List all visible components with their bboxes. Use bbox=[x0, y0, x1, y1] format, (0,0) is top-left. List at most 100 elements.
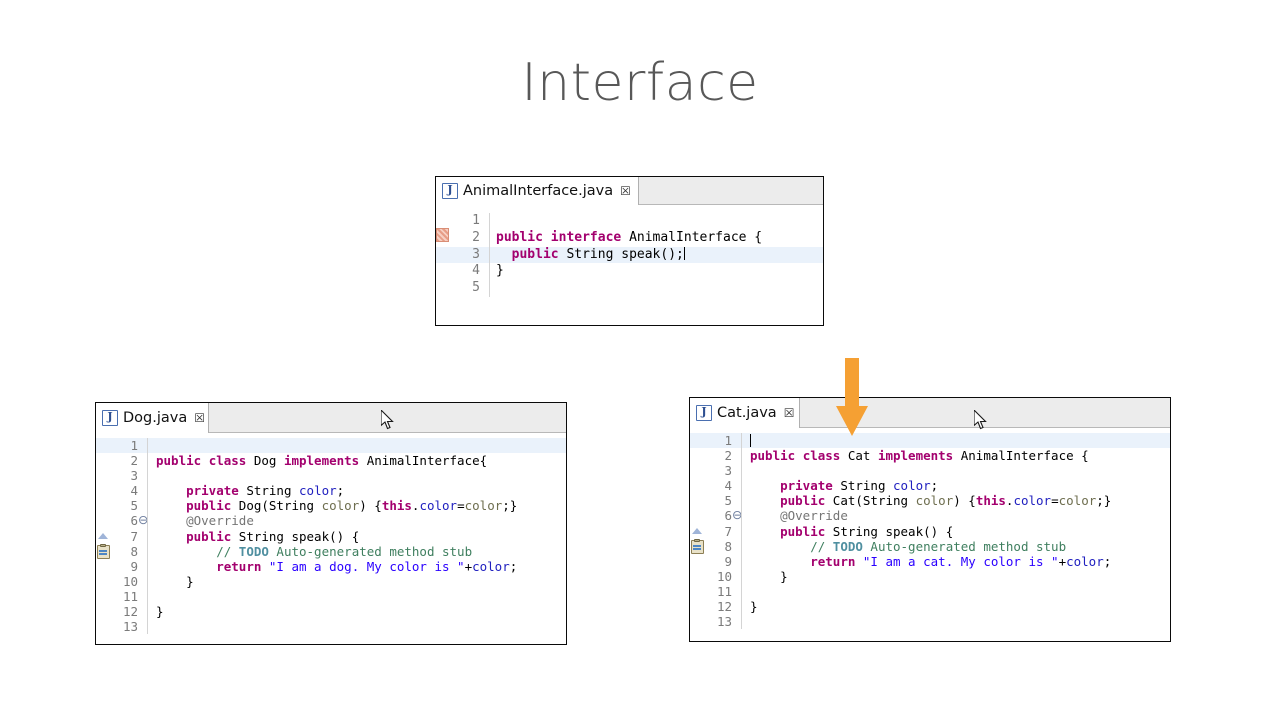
code-line[interactable]: 9 return "I am a cat. My color is "+colo… bbox=[690, 553, 1170, 569]
code-token bbox=[156, 498, 186, 513]
code-line[interactable]: 3 bbox=[96, 468, 566, 484]
code-line-text[interactable]: } bbox=[742, 599, 1170, 614]
tab-label: AnimalInterface.java bbox=[463, 183, 614, 199]
code-line[interactable]: 11 bbox=[690, 583, 1170, 600]
code-line[interactable]: 7 public String speak() { bbox=[690, 523, 1170, 539]
line-number: 10 bbox=[122, 573, 138, 589]
code-line-text[interactable]: // TODO Auto-generated method stub bbox=[148, 544, 566, 559]
code-line[interactable]: 10 } bbox=[690, 568, 1170, 584]
code-line-text[interactable]: return "I am a dog. My color is "+color; bbox=[148, 559, 566, 574]
close-icon[interactable]: ☒ bbox=[620, 184, 631, 198]
code-line[interactable]: 5 public Dog(String color) {this.color=c… bbox=[96, 498, 566, 514]
code-token: Auto-generated method stub bbox=[862, 538, 1067, 554]
marker-slot bbox=[96, 604, 110, 619]
code-line-text[interactable]: @Override bbox=[148, 513, 566, 528]
code-line[interactable]: 3 bbox=[690, 463, 1170, 479]
code-token: TODO bbox=[238, 543, 269, 559]
code-token: String bbox=[840, 478, 894, 494]
code-line[interactable]: 12} bbox=[96, 604, 566, 620]
marker-slot bbox=[96, 589, 110, 604]
line-number: 5 bbox=[130, 498, 138, 514]
code-line[interactable]: 7 public String speak() { bbox=[96, 528, 566, 544]
code-line-text[interactable]: @Override bbox=[742, 508, 1170, 523]
code-line[interactable]: 10 } bbox=[96, 573, 566, 589]
code-line[interactable]: 13 bbox=[690, 614, 1170, 630]
code-line-text[interactable] bbox=[742, 433, 1170, 448]
code-line[interactable]: 1 bbox=[96, 438, 566, 454]
marker-slot bbox=[436, 247, 450, 264]
code-line[interactable]: 1 bbox=[436, 213, 823, 242]
close-icon[interactable]: ☒ bbox=[194, 411, 205, 425]
code-line-text[interactable]: public Cat(String color) {this.color=col… bbox=[742, 493, 1170, 508]
marker-slot bbox=[690, 448, 704, 463]
line-number: 4 bbox=[724, 478, 732, 494]
tab-dog-java[interactable]: Dog.java ☒ bbox=[96, 403, 209, 433]
code-line-text[interactable]: } bbox=[742, 569, 1170, 584]
code-line[interactable]: 3 public String speak(); bbox=[436, 246, 823, 264]
code-line[interactable]: 4 private String color; bbox=[96, 483, 566, 499]
line-number: 3 bbox=[724, 463, 732, 479]
code-line[interactable]: 5 public Cat(String color) {this.color=c… bbox=[690, 493, 1170, 509]
code-line-text[interactable]: } bbox=[148, 604, 566, 619]
code-line[interactable]: 9 return "I am a dog. My color is "+colo… bbox=[96, 558, 566, 574]
code-line[interactable]: 6⊖ @Override bbox=[690, 508, 1170, 524]
code-line[interactable]: 1 bbox=[690, 433, 1170, 449]
code-line-text[interactable]: private String color; bbox=[148, 483, 566, 498]
code-line[interactable]: 4} bbox=[436, 263, 823, 281]
code-line-text[interactable]: } bbox=[148, 574, 566, 589]
marker-slot bbox=[690, 508, 704, 523]
code-line[interactable]: 6⊖ @Override bbox=[96, 513, 566, 529]
code-line-text[interactable]: public Dog(String color) {this.color=col… bbox=[148, 498, 566, 513]
code-token: color bbox=[299, 483, 337, 499]
fold-collapse-icon[interactable]: ⊖ bbox=[732, 508, 743, 523]
code-line-text[interactable]: // TODO Auto-generated method stub bbox=[742, 539, 1170, 554]
code-line-text[interactable]: public class Dog implements AnimalInterf… bbox=[148, 453, 566, 468]
tab-cat-java[interactable]: Cat.java ☒ bbox=[690, 398, 800, 428]
code-line[interactable]: 13 bbox=[96, 619, 566, 635]
gutter-separator bbox=[741, 523, 742, 539]
code-token bbox=[156, 483, 186, 498]
line-number: 11 bbox=[716, 583, 732, 599]
code-token: public bbox=[750, 448, 803, 464]
code-line[interactable]: 5 bbox=[436, 280, 823, 297]
code-token: public bbox=[496, 229, 551, 245]
tab-animalinterface-java[interactable]: AnimalInterface.java ☒ bbox=[436, 177, 639, 205]
code-line-text[interactable]: private String color; bbox=[742, 478, 1170, 493]
fold-collapse-icon[interactable]: ⊖ bbox=[138, 513, 149, 528]
hatched-marker-icon bbox=[436, 227, 449, 242]
code-token: "I am a cat. My color is " bbox=[862, 553, 1059, 569]
code-line-text[interactable]: public String speak(); bbox=[490, 246, 823, 264]
code-token: String bbox=[566, 246, 622, 262]
code-line[interactable]: 4 private String color; bbox=[690, 478, 1170, 494]
code-token: color bbox=[1058, 493, 1097, 509]
code-line[interactable]: 12} bbox=[690, 599, 1170, 615]
close-icon[interactable]: ☒ bbox=[783, 406, 795, 420]
code-line-text[interactable]: public String speak() { bbox=[148, 529, 566, 544]
code-line-text[interactable]: } bbox=[490, 263, 823, 280]
line-number: 13 bbox=[716, 614, 732, 630]
code-line-text[interactable]: public class Cat implements AnimalInterf… bbox=[742, 448, 1170, 463]
code-line-text[interactable]: public interface AnimalInterface { bbox=[490, 230, 823, 247]
line-number: 5 bbox=[724, 493, 732, 509]
code-line[interactable]: 8 // TODO Auto-generated method stub bbox=[690, 538, 1170, 555]
code-line-text[interactable]: return "I am a cat. My color is "+color; bbox=[742, 554, 1170, 569]
gutter-separator bbox=[147, 604, 148, 620]
code-token: ;} bbox=[502, 498, 518, 514]
code-line-text[interactable]: public String speak() { bbox=[742, 524, 1170, 539]
line-number: 9 bbox=[724, 553, 732, 569]
java-file-icon bbox=[102, 410, 118, 426]
line-number: 9 bbox=[130, 558, 138, 574]
code-line[interactable]: 8 // TODO Auto-generated method stub bbox=[96, 543, 566, 560]
gutter-separator bbox=[147, 513, 148, 529]
code-token: color bbox=[1013, 493, 1052, 509]
code-line[interactable]: 11 bbox=[96, 588, 566, 605]
